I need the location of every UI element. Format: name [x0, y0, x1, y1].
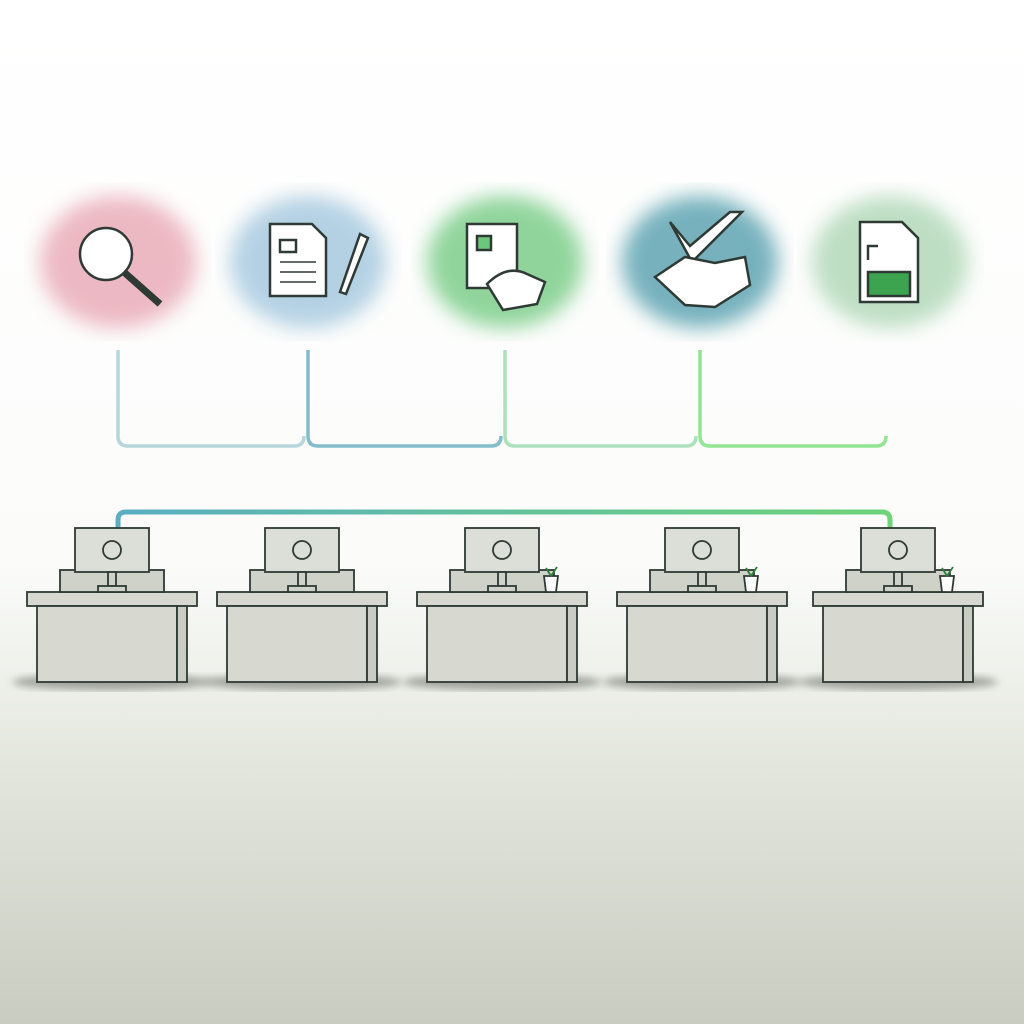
desk-body	[822, 605, 964, 683]
stage-3	[427, 196, 583, 328]
monitor-base	[883, 585, 913, 593]
workstations	[12, 527, 998, 690]
stage-2	[230, 196, 386, 328]
monitor-stand	[893, 571, 903, 587]
monitor-base	[487, 585, 517, 593]
desk-top	[216, 591, 388, 607]
stage-5	[812, 196, 968, 328]
plant-icon	[745, 566, 758, 577]
magnifier-icon	[78, 226, 163, 307]
monitor-stand	[297, 571, 307, 587]
desk-body	[36, 605, 178, 683]
workstation-2	[202, 527, 402, 690]
checkmark-handshake-icon	[652, 210, 752, 309]
plant-pot-icon	[742, 575, 760, 593]
workstation-3	[402, 527, 602, 690]
desk-top	[416, 591, 588, 607]
desk-body	[426, 605, 568, 683]
workstation-5	[798, 527, 998, 690]
connector-line	[503, 350, 698, 448]
user-icon	[102, 540, 122, 560]
connector-line	[306, 350, 503, 448]
contract-handshake-icon	[465, 222, 547, 312]
user-icon	[888, 540, 908, 560]
monitor-base	[287, 585, 317, 593]
document-pen-icon	[268, 222, 370, 298]
desk-top	[812, 591, 984, 607]
monitor-base	[687, 585, 717, 593]
stage-connectors	[115, 350, 893, 528]
desk-body	[226, 605, 368, 683]
monitor	[464, 527, 540, 573]
monitor-base	[97, 585, 127, 593]
plant-icon	[545, 566, 558, 577]
monitor	[264, 527, 340, 573]
plant-pot-icon	[542, 575, 560, 593]
workstation-4	[602, 527, 802, 690]
monitor	[74, 527, 150, 573]
monitor-stand	[497, 571, 507, 587]
desk-top	[26, 591, 198, 607]
monitor-stand	[107, 571, 117, 587]
user-icon	[692, 540, 712, 560]
desk-leg	[766, 605, 778, 683]
stage-bubbles	[40, 196, 968, 328]
report-document-icon	[858, 220, 920, 304]
desk-body	[626, 605, 768, 683]
plant-pot-icon	[938, 575, 956, 593]
monitor	[860, 527, 936, 573]
desk-leg	[962, 605, 974, 683]
desk-leg	[566, 605, 578, 683]
monitor-stand	[697, 571, 707, 587]
desk-top	[616, 591, 788, 607]
stage-4	[622, 196, 778, 328]
plant-icon	[941, 566, 954, 577]
workstation-1	[12, 527, 212, 690]
user-icon	[492, 540, 512, 560]
connector-line	[116, 350, 306, 448]
stage-1	[40, 196, 196, 328]
monitor	[664, 527, 740, 573]
connector-line	[698, 350, 888, 448]
desk-leg	[366, 605, 378, 683]
user-icon	[292, 540, 312, 560]
desk-leg	[176, 605, 188, 683]
